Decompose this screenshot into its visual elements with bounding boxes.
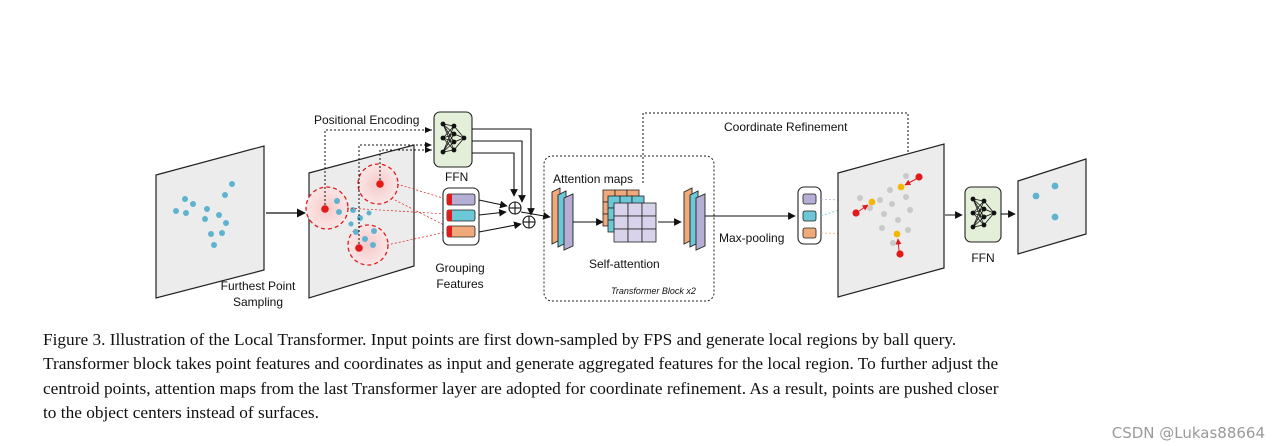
refinement-ffn [964,186,1002,243]
coordinate-refinement-label: Coordinate Refinement [724,120,848,134]
grouping-features-block [442,187,480,246]
caption-line: Figure 3. Illustration of the Local Tran… [43,330,957,349]
attention-maps-label: Attention maps [553,172,633,186]
transformer-block-frame [543,155,715,302]
fps-label-line1: Furthest Point [221,279,296,293]
caption-line: to the object centers instead of surface… [43,402,319,422]
max-pooling-label: Max-pooling [719,231,784,245]
figure-caption: Figure 3. Illustration of the Local Tran… [43,328,1233,425]
output-feature-stack [683,187,706,251]
positional-input-paths [324,129,432,244]
self-attention-label: Self-attention [589,257,660,271]
pooled-feature-vector [797,186,822,245]
sampled-points-panel [305,144,447,299]
fps-label-line2: Sampling [233,295,283,309]
ffn-label-right: FFN [971,251,994,265]
grouping-label-line2: Features [436,277,483,291]
input-feature-stack [551,187,574,251]
attention-map-grid [602,189,657,243]
refined-points-panel [837,143,945,298]
input-point-cloud-panel [155,145,265,299]
caption-line: centroid points, attention maps from the… [43,378,999,398]
add-operator-nodes [508,201,536,229]
local-transformer-diagram: Furthest Point Sampling [155,111,1087,309]
transformer-block-label: Transformer Block x2 [611,286,696,296]
watermark: CSDN @Lukas88664 [1111,424,1265,442]
positional-encoding-label: Positional Encoding [314,113,419,127]
grouping-label-line1: Grouping [435,261,484,275]
ffn-label-top: FFN [445,170,468,184]
positional-encoding-ffn [433,111,473,168]
caption-line: Transformer block takes point features a… [43,354,999,374]
output-points-panel [1017,158,1087,255]
